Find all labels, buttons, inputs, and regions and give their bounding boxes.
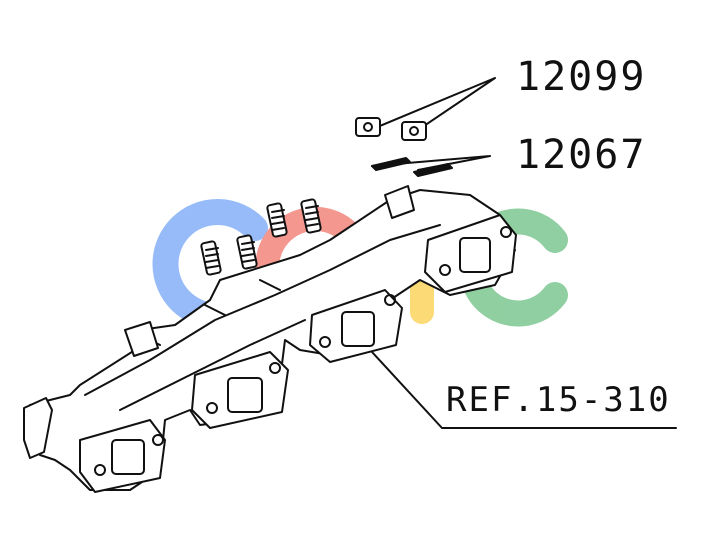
reference-label: REF.15-310 xyxy=(446,380,671,420)
nut-icon xyxy=(401,121,427,141)
flange xyxy=(79,419,166,493)
leader-line-12099 xyxy=(374,77,496,131)
gasket-icon xyxy=(413,163,453,177)
flange xyxy=(191,351,289,429)
flange xyxy=(309,289,403,363)
stud-icon xyxy=(300,198,322,234)
manifold-body xyxy=(27,189,516,491)
gasket-icon xyxy=(371,157,411,171)
leader-line-ref xyxy=(371,351,677,429)
part-number-12067: 12067 xyxy=(516,132,647,178)
stud-icon xyxy=(266,202,288,238)
flange xyxy=(424,214,517,293)
part-number-12099: 12099 xyxy=(516,54,647,100)
nut-icon xyxy=(355,117,381,137)
stud-icon xyxy=(236,234,258,270)
inlet-flange xyxy=(23,397,53,459)
stud-icon xyxy=(200,240,222,276)
